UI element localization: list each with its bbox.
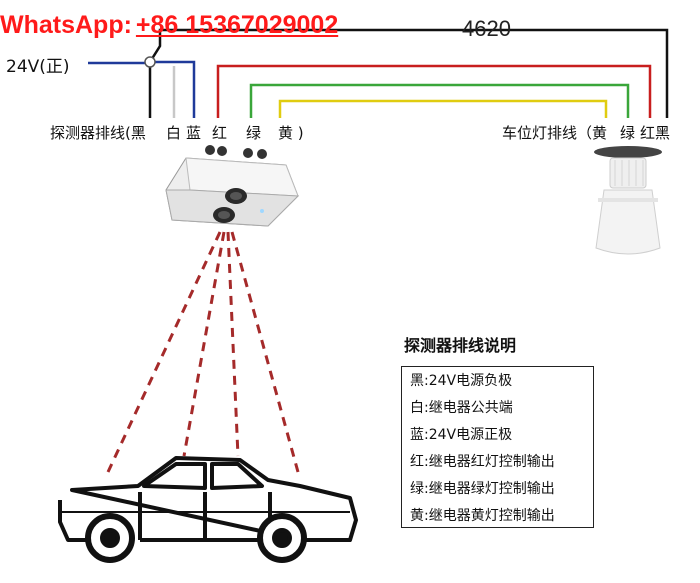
car-silhouette-icon	[58, 456, 358, 563]
power-terminal	[144, 56, 156, 68]
detector-wire-red: 红	[212, 124, 228, 142]
legend-row: 绿:继电器绿灯控制输出	[410, 478, 555, 498]
legend-row: 白:继电器公共端	[410, 397, 513, 417]
detector-wire-black: 黑	[130, 124, 146, 142]
ultrasonic-detector-icon	[165, 145, 300, 227]
yellow-wire	[278, 99, 608, 118]
legend-row: 黄:继电器黄灯控制输出	[410, 505, 555, 525]
legend-value: 24V电源正极	[428, 427, 513, 443]
legend-row: 红:继电器红灯控制输出	[410, 451, 555, 471]
legend-key: 红:	[410, 454, 429, 470]
detector-wire-white: 白	[166, 124, 182, 142]
legend-value: 继电器公共端	[428, 400, 513, 416]
detector-wire-blue: 蓝	[186, 124, 202, 142]
legend-value: 继电器绿灯控制输出	[428, 481, 555, 497]
lamp-cable-title: 车位灯排线（黄	[502, 124, 608, 142]
legend-key: 黄:	[410, 508, 429, 524]
blue-wire	[88, 60, 196, 118]
legend-key: 黑:	[410, 373, 429, 389]
parking-indicator-lamp-icon	[594, 146, 662, 255]
legend-value: 24V电源负极	[428, 373, 513, 389]
power-label: 24V(正)	[6, 57, 70, 77]
detector-cable-label: 探测器排线(黑	[50, 122, 146, 143]
whatsapp-watermark: WhatsApp:+86 15367029002	[0, 5, 460, 45]
wire-legend-table: 黑:24V电源负极 白:继电器公共端 蓝:24V电源正极 红:继电器红灯控制输出…	[401, 366, 594, 528]
green-wire	[249, 83, 630, 118]
red-wire	[216, 64, 652, 118]
detector-cable-close: )	[297, 124, 304, 142]
legend-key: 蓝:	[410, 427, 429, 443]
legend-row: 黑:24V电源负极	[410, 370, 512, 390]
legend-value: 继电器黄灯控制输出	[428, 508, 555, 524]
legend-key: 绿:	[410, 481, 429, 497]
ultrasonic-beams	[106, 231, 300, 473]
watermark-brand: WhatsApp:	[0, 11, 132, 39]
legend-title: 探测器排线说明	[404, 336, 517, 355]
legend-key: 白:	[410, 400, 429, 416]
legend-row: 蓝:24V电源正极	[410, 424, 512, 444]
watermark-phone-number[interactable]: +86 15367029002	[135, 11, 339, 39]
lamp-wire-green: 绿	[620, 124, 636, 142]
detector-wire-yellow: 黄	[278, 124, 294, 142]
lamp-wire-red-black: 红黑	[640, 124, 671, 142]
detector-wire-green: 绿	[246, 124, 262, 142]
legend-value: 继电器红灯控制输出	[428, 454, 555, 470]
black-wire	[148, 28, 669, 118]
detector-cable-yellow-group: 黄 )	[278, 122, 304, 143]
model-number: 4620	[462, 16, 511, 41]
lamp-cable-label: 车位灯排线（黄	[502, 122, 607, 143]
detector-cable-title: 探测器排线(	[50, 124, 131, 142]
